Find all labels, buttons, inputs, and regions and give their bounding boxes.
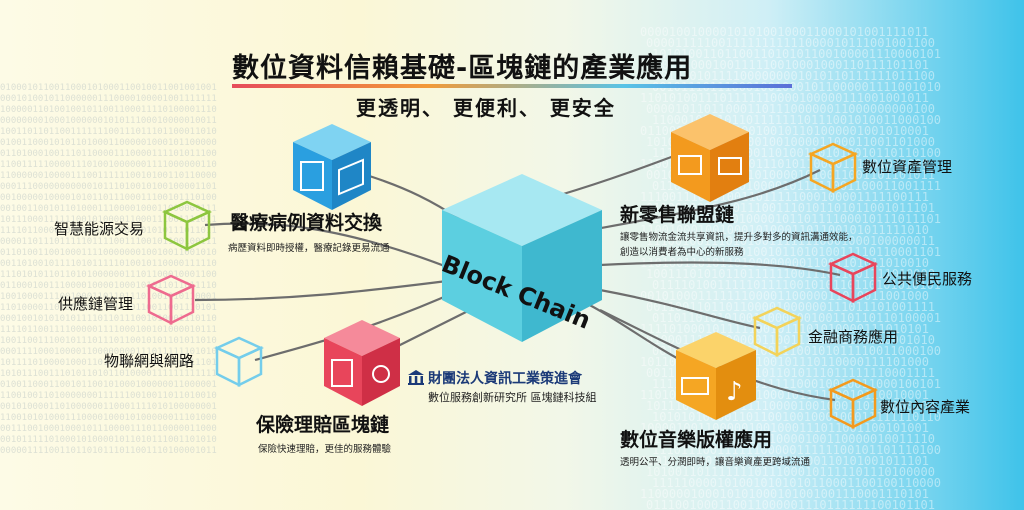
public-cube-icon: [828, 252, 878, 304]
svg-text:000111100010000110000000011101: 0001111000100001100000000111011111101010: [0, 347, 217, 357]
insurance-desc: 保險快速理賠，更佳的服務體驗: [258, 444, 392, 455]
insurance-cube-icon: [324, 320, 400, 406]
svg-text:011010011001000111100000001001: 0110100110010001111000000010010011001010: [0, 248, 217, 258]
left-item-iot: 物聯網與網路: [104, 352, 195, 370]
svg-text:000011111001111111111100001011: 0000111110011111111111000010111001001100: [646, 36, 935, 50]
svg-text:000011011101111101111001110010: 0000110111011111011110011100101100100111: [0, 237, 217, 247]
svg-text:000101001011000000111000010000: 0001010010110000001110000100001001111111: [0, 94, 217, 104]
svg-text:001001100101101000111000010001: 0010011001011010001110000100011000000111: [0, 204, 217, 214]
right-item-finance: 金融商務應用: [808, 328, 899, 346]
svg-text:001100110110110000100000011101: 0011001101101100001000000111011101001111: [646, 300, 935, 314]
line-finance: [599, 288, 761, 330]
music-desc: 透明公平、分潤即時，讓音樂資產更跨域流通: [620, 457, 811, 468]
right-item-public: 公共便民服務: [882, 270, 973, 288]
svg-text:110011111000011101001000000111: 1100111110000111010010000001111000000110: [0, 160, 217, 170]
line-energy: [204, 222, 456, 272]
svg-text:001011101110001001000101100000: 0010111011100010010001011000001111001010: [652, 80, 941, 94]
svg-text:101011100111010110101101000011: 1010111001110101101011010000111111111111: [0, 369, 217, 379]
music-title: 數位音樂版權應用: [620, 429, 773, 451]
svg-text:100101010111100000000101011011: 1001010101111000000001010110111111011100: [646, 69, 935, 83]
energy-cube-icon: [162, 200, 212, 252]
retail-title: 新零售聯盟鏈: [620, 204, 735, 226]
svg-text:011100100011001100000111011111: 0111001000110011000001110111111100101101: [646, 498, 935, 510]
line-asset: [589, 169, 821, 232]
svg-text:000100101010101111011011100101: 0001001010101011110110111001010001110110: [0, 314, 217, 324]
institution-icon: [408, 370, 424, 385]
svg-text:111110000101001010101011000110: 1111100001010010101010110001100100110000: [652, 476, 941, 490]
iot-cube-icon: [214, 336, 264, 388]
page-subtitle: 更透明、 更便利、 更安全: [356, 96, 616, 120]
finance-cube-icon: [752, 306, 802, 358]
svg-text:010001011001100010100011001001: 0100010110011000101000110010011001001001: [0, 83, 217, 93]
svg-text:101010011011001101010110010000: 1010100110110011010101100100001110000101: [652, 47, 941, 61]
line-supply: [194, 278, 456, 302]
supply-cube-icon: [146, 274, 196, 326]
svg-text:110100001101000101111111011001: 1101000011010001011111110110011001110101: [0, 303, 217, 313]
svg-text:010011000101011010001100000100: 0100110001010110100011000001000101100000: [0, 138, 217, 148]
insurance-title: 保險理賠區塊鏈: [256, 414, 390, 436]
svg-text:011000100111000010000100010101: 0110001001110000100001000101011011011110: [0, 281, 217, 291]
content-cube-icon: [828, 378, 878, 430]
svg-text:111010101101101010000001110110: 1110101011011010100000011101100010001100: [0, 270, 217, 280]
svg-text:010101010010001010011100011010: 0101010100100010100111000110101001011101: [640, 454, 929, 468]
svg-text:001110010001000101110000111011: 0011100100010001011100001110110000011000: [0, 424, 217, 434]
svg-text:011010000001111101000010011000: 0110100000011111010000100110000010011110: [646, 432, 935, 446]
svg-text:001010000110100000011000111101: 0010100001101000000110001111010100000001: [0, 402, 217, 412]
svg-text:111101000101111100101110101000: 1111010001011111001011101010000111010101: [640, 322, 929, 336]
svg-text:111001001110101001111111000100: 1110010011101010011111110001000100000011: [646, 234, 935, 248]
page-title: 數位資料信賴基礎-區塊鏈的產業應用: [232, 53, 693, 84]
svg-text:110101001110111111000010000011: 1101010011101111110000100000111001001011: [640, 91, 929, 105]
medical-cube-icon: [293, 124, 371, 210]
svg-text:100110011100101110111011001010: 1001100111001011101110110010101101011010: [0, 336, 217, 346]
svg-text:111011100111111000001111110010: 1110111001111110000011111100101101110100: [652, 443, 941, 457]
svg-text:001011111010001010000101101011: 0010111110100010100001011010111001101010: [0, 435, 217, 445]
svg-text:001101001011110101111101001011: 0011010010111101011111010010110000111110: [0, 259, 217, 269]
svg-text:100100001110010001101101110100: 1001000011100100011011011101001010110001: [0, 292, 217, 302]
svg-text:001000001000010101101110001110: 0010000010000101011011100011100101110100: [0, 193, 217, 203]
svg-text:101111010000100011010011100010: 1011110100001000110100111000101100011101: [0, 358, 217, 368]
svg-text:110010101000111000010001010000: 1100101010001110000100010100000011101000: [0, 413, 217, 423]
svg-text:111101100111100000111100010010: 1111011001111000001111000100101000010111: [0, 325, 217, 335]
medical-title: 醫療病例資料交換: [230, 212, 383, 234]
svg-text:011010100010011111001000100011: 0110101000100111110010001000110111101101: [640, 58, 929, 72]
asset-cube-icon: [808, 142, 858, 194]
music-cube-icon: ♪: [676, 332, 756, 420]
retail-desc-line2: 創造以消費者為中心的新服務: [620, 247, 744, 258]
retail-desc-line1: 讓零售物流金流共享資訊，提升多對多的資訊溝通效能，: [620, 232, 858, 243]
svg-text:011010001001110110000111000011: 0110100010011101100001110000111101011100: [0, 149, 217, 159]
title-underline: [232, 84, 792, 88]
svg-text:110010011010000000111111001001: 1100100110100000001111110010011011010010: [0, 391, 217, 401]
svg-text:000111000000000001011101001010: 0001110000000000010111010010100100001101: [0, 182, 217, 192]
org-name: 財團法人資訊工業策進會: [428, 371, 582, 387]
svg-text:000001111001101101011101100111: 0000011110011011010111011001110100001011: [0, 446, 217, 456]
blockchain-cube: Block Chain: [438, 174, 602, 342]
svg-text:000000001000100000010101110001: 0000000010001000000101011100010000010011: [0, 116, 217, 126]
line-public: [599, 261, 841, 277]
svg-text:110100110101101000000001100110: 1101001101011010000000011001101011010010: [640, 256, 929, 270]
svg-text:110010001001000101000110110010: 1100100010010001010001101100101011111010: [640, 223, 929, 237]
svg-text:100110110110011111110011101110: 1001101101100111111100111011101100011010: [0, 127, 217, 137]
svg-text:010011000110010110010100010000: 0100110001100101100101000100000011000001: [0, 380, 217, 390]
svg-text:♪: ♪: [726, 377, 743, 407]
right-item-asset: 數位資產管理: [862, 158, 953, 176]
retail-cube-icon: [671, 114, 749, 202]
svg-text:100000110100100101100110001111: 1000001101001001011001100011110100001110: [0, 105, 217, 115]
org-department: 數位服務創新研究所 區塊鏈科技組: [428, 391, 597, 404]
svg-text:000010010000101010010001100010: 0000100100001010100100011000101001111011: [640, 25, 929, 39]
svg-text:111101100000000000000010000101: 1111011000000000000000100001010111011011: [0, 226, 217, 236]
medical-desc: 病歷資料即時授權，醫療記錄更易流通: [228, 243, 390, 254]
left-item-energy: 智慧能源交易: [54, 220, 145, 238]
svg-text:110110011100010010110101001111: 1101100111000100101101010011110110001101: [652, 245, 941, 259]
svg-text:101110001111110010100001100011: 1011100011111100101000011000111001111011: [0, 215, 217, 225]
svg-text:000010110110001101110000001100: 0000101101100011011100000011000000000100: [646, 102, 935, 116]
svg-text:110000010001010100010100100111: 1100000100010101000101001001110001110101: [640, 487, 929, 501]
svg-text:101000110110100001011011110001: 1010001101101000010110111100010111011101: [652, 212, 941, 226]
svg-text:011110100111110111100101011011: 0111101001111101111001010110110101010101: [652, 278, 941, 292]
svg-text:110000001000011100111111001010: 1100000010000111001111110010100110110000: [0, 171, 217, 181]
left-item-supply: 供應鏈管理: [58, 295, 134, 313]
svg-text:101001101111111011100010111110: 1010011011111110111000101111101110100000: [646, 465, 935, 479]
right-item-content: 數位內容產業: [880, 398, 971, 416]
